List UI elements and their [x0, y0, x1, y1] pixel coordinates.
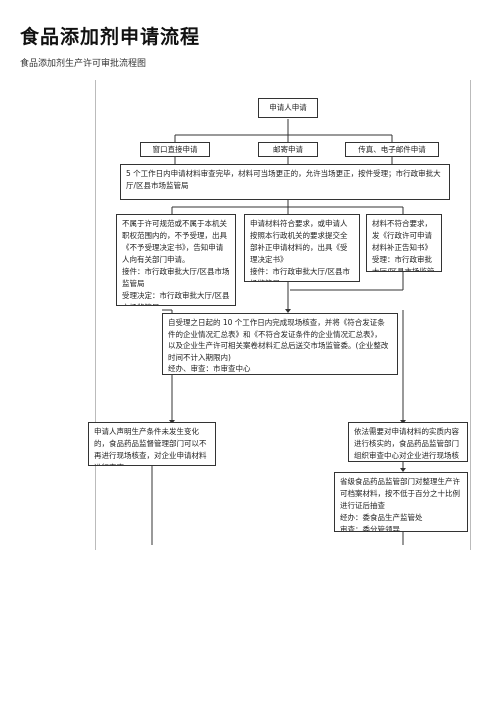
review-box: 自受理之日起的 10 个工作日内完成现场核查，并将《符合发证条件的企业情况汇总表…: [162, 313, 398, 375]
province-line-3: 审查：委分管领导: [340, 525, 400, 532]
branch-reject-box: 不属于许可规范或不属于本机关职权范围内的，不予受理，出具《不予受理决定书》，告知…: [116, 214, 236, 306]
branch-incomplete-line-2: 受理：市行政审批大厅/区县市场监管局: [372, 255, 435, 272]
branch-accept-line-1: 申请材料符合要求，或申请人按照本行政机关的要求提交全部补正申请材料的，出具《受理…: [250, 219, 348, 264]
province-line-2: 经办：委食品生产监管处: [340, 513, 423, 522]
branch-reject-line-1: 不属于许可规范或不属于本机关职权范围内的，不予受理，出具《不予受理决定书》，告知…: [122, 219, 227, 264]
page-subtitle: 食品添加剂生产许可审批流程图: [20, 59, 147, 69]
branch-incomplete-line-1: 材料不符合要求，发《行政许可申请材料补正告知书》: [372, 219, 432, 252]
page-title: 食品添加剂申请流程: [20, 26, 201, 48]
branch-accept-line-2: 接件：市行政审批大厅/区县市场监管局: [250, 267, 351, 281]
branch-incomplete-box: 材料不符合要求，发《行政许可申请材料补正告知书》 受理：市行政审批大厅/区县市场…: [366, 214, 442, 272]
apply-box: 申请人申请: [258, 98, 318, 118]
onsite-check-box: 依法需要对申请材料的实质内容进行核实的，食品药品监管部门组织审查中心对企业进行现…: [348, 422, 468, 462]
review-line-2: 以及企业生产许可相关案卷材料汇总后送交市场监管委。(企业整改时间不计入期限内): [168, 341, 389, 362]
channel-fax-email-box: 传真、电子邮件申请: [345, 142, 439, 157]
branch-reject-line-2: 接件：市行政审批大厅/区县市场监管局: [122, 267, 230, 288]
branch-reject-line-3: 受理决定：市行政审批大厅/区县市场监管局: [122, 291, 230, 305]
flowchart-frame: [95, 80, 471, 550]
no-change-box: 申请人声明生产条件未发生变化的，食品药品监督管理部门可以不再进行现场核查，对企业…: [88, 422, 216, 466]
review-line-3: 经办、审查：市审查中心: [168, 364, 251, 373]
receive-box: 5 个工作日内申请材料审查完毕，材料可当场更正的，允许当场更正，按件受理；市行政…: [120, 164, 450, 200]
review-line-1: 自受理之日起的 10 个工作日内完成现场核查，并将《符合发证条件的企业情况汇总表…: [168, 318, 385, 339]
province-line-1: 省级食品药品监管部门对整理生产许可档案材料，按不低于百分之十比例进行证后抽查: [340, 477, 460, 510]
province-check-box: 省级食品药品监管部门对整理生产许可档案材料，按不低于百分之十比例进行证后抽查 经…: [334, 472, 468, 532]
branch-accept-box: 申请材料符合要求，或申请人按照本行政机关的要求提交全部补正申请材料的，出具《受理…: [244, 214, 360, 282]
channel-mail-box: 邮寄申请: [258, 142, 318, 157]
channel-window-box: 窗口直接申请: [140, 142, 210, 157]
